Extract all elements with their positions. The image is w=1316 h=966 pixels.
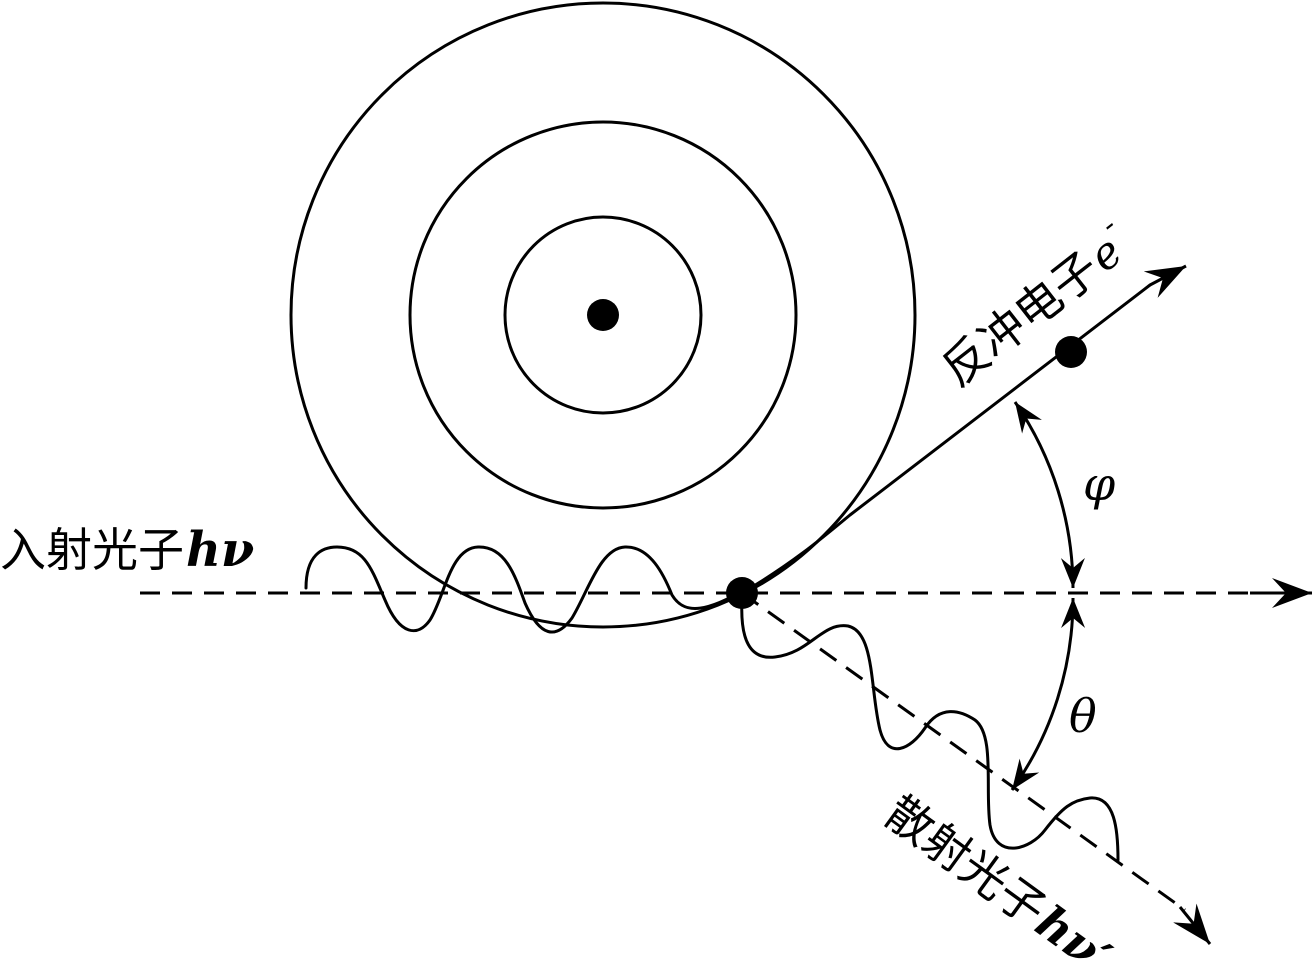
angle-theta-label: θ	[1069, 689, 1097, 743]
angle-phi-arc	[1013, 401, 1085, 589]
scattered-direction	[741, 591, 1186, 912]
angle-theta-arc	[1010, 597, 1086, 791]
recoil-electron-path	[740, 283, 1152, 595]
recoil-electron-arrow	[1143, 264, 1187, 298]
incident-photon-label: 入射光子 hν	[0, 522, 254, 578]
scattered-photon-label: 散射光子 hν′	[876, 785, 1121, 966]
scattered-photon-text: 散射光子	[876, 785, 1057, 937]
middle-shell	[408, 120, 798, 510]
inner-shell	[503, 215, 703, 415]
incident-photon-symbol: hν	[186, 522, 254, 578]
recoil-electron-text: 反冲电子	[932, 241, 1110, 397]
collision-point	[726, 577, 758, 609]
scattered-photon-wave	[740, 598, 1120, 862]
recoil-electron-label: 反冲电子 e -	[932, 208, 1132, 397]
nucleus	[587, 299, 619, 331]
incident-photon-text: 入射光子	[0, 523, 184, 577]
angle-phi-label: φ	[1083, 457, 1116, 511]
atom	[289, 1, 917, 629]
recoil-electron	[1055, 336, 1087, 368]
scattered-direction-arrow	[1173, 903, 1212, 945]
incident-photon-wave	[304, 545, 744, 634]
outer-shell	[289, 1, 917, 629]
